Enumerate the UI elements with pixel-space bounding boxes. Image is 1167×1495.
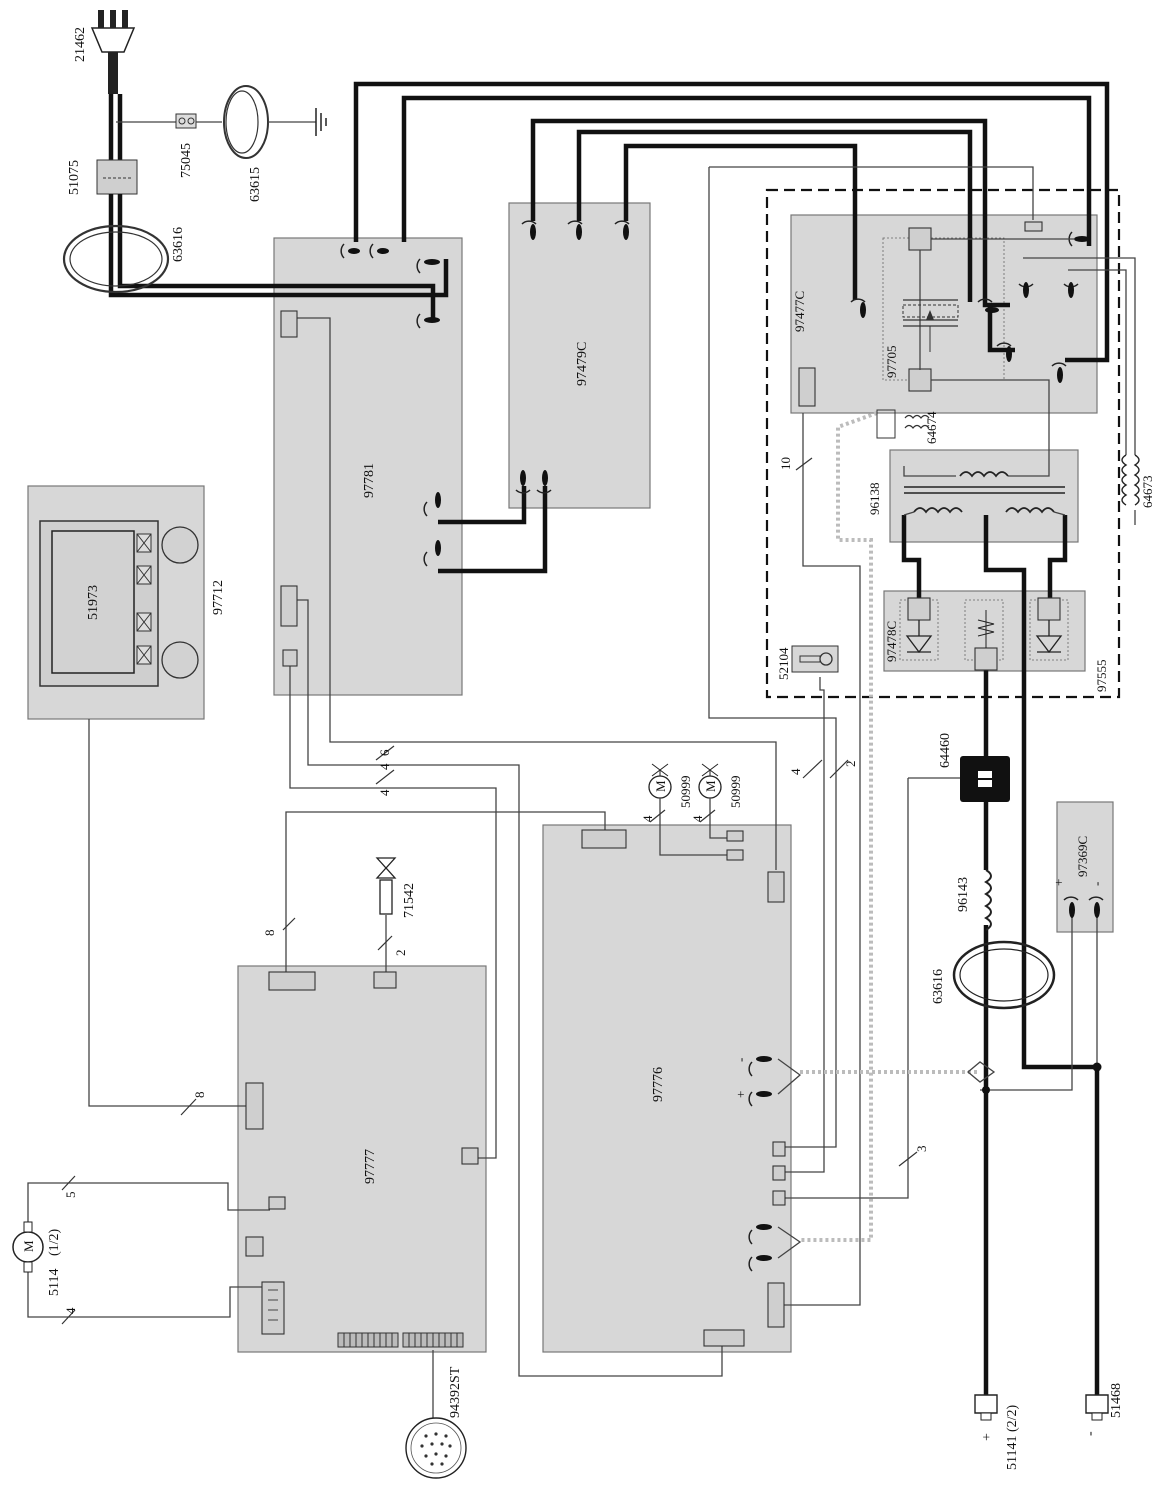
motor-5114-icon	[12, 1221, 44, 1273]
label-50999-b: 50999	[728, 776, 743, 809]
svg-text:4: 4	[377, 763, 392, 770]
svg-text:4: 4	[63, 1307, 78, 1314]
svg-text:4: 4	[377, 789, 392, 796]
toroid-63615	[223, 85, 269, 159]
svg-text:8: 8	[262, 930, 277, 937]
battery-terminal-plus-icon	[974, 1394, 998, 1421]
knob-icon	[161, 526, 199, 564]
svg-text:+: +	[1051, 879, 1066, 886]
filter-51075	[96, 159, 138, 195]
label-97776: 97776	[651, 1067, 666, 1102]
transformer-windings	[903, 458, 1066, 516]
label-50999-a: 50999	[678, 776, 693, 809]
enclosure-97555	[765, 188, 1121, 699]
coil-64674	[876, 409, 930, 439]
label-97369C: 97369C	[1075, 836, 1090, 877]
earth-icon	[315, 108, 327, 136]
label-75045: 75045	[179, 143, 194, 178]
edge-connector	[337, 1332, 464, 1348]
svg-text:3: 3	[914, 1146, 929, 1153]
board-97776	[542, 824, 792, 1353]
svg-text:5: 5	[63, 1192, 78, 1199]
svg-text:-: -	[1083, 1431, 1098, 1436]
svg-text:4: 4	[640, 815, 655, 822]
label-97712: 97712	[211, 580, 226, 615]
svg-text:M: M	[703, 780, 718, 792]
label-97479C: 97479C	[575, 342, 590, 386]
svg-text:-: -	[733, 1058, 748, 1062]
display-buttons	[136, 533, 152, 665]
toroid-63616-b	[952, 940, 1056, 1010]
shunt-64460	[960, 756, 1010, 802]
svg-text:8: 8	[192, 1092, 207, 1099]
svg-text:+: +	[980, 1433, 995, 1441]
label-94392ST: 94392ST	[448, 1366, 463, 1418]
svg-text:M: M	[21, 1240, 36, 1252]
board-97479C	[508, 202, 651, 509]
svg-text:4: 4	[690, 815, 705, 822]
svg-text:+: +	[733, 1091, 748, 1098]
label-10: 10	[778, 457, 793, 470]
svg-text:2: 2	[843, 761, 858, 768]
svg-text:6: 6	[377, 749, 392, 756]
label-97705: 97705	[884, 346, 899, 379]
label-71542: 71542	[402, 883, 417, 918]
label-63616: 63616	[171, 227, 186, 262]
label-51075: 51075	[67, 160, 82, 195]
diode-icon	[1035, 620, 1063, 654]
plug-21462-icon	[90, 10, 136, 94]
board-97781	[273, 237, 463, 696]
inductor-96143	[984, 869, 992, 931]
svg-text:2: 2	[393, 950, 408, 957]
label-64460: 64460	[938, 733, 953, 768]
label-96138: 96138	[867, 483, 882, 516]
connector-94392ST-icon	[405, 1417, 467, 1479]
thermistor-icon	[977, 610, 995, 648]
diode-icon	[905, 620, 933, 654]
toroid-63616	[62, 224, 170, 294]
label-97555: 97555	[1094, 660, 1109, 693]
coil-64673	[1121, 454, 1140, 506]
label-63615: 63615	[248, 167, 263, 202]
label-96143: 96143	[956, 877, 971, 912]
label-97477C: 97477C	[792, 291, 807, 332]
label-97478C: 97478C	[884, 621, 899, 662]
label-21462: 21462	[73, 27, 88, 62]
label-51973: 51973	[86, 585, 101, 620]
board-97477C	[790, 214, 1098, 414]
label-5114-sub: (1/2)	[47, 1228, 62, 1256]
spade-terminals	[340, 220, 1104, 1272]
component-labels: 21462 75045 63615 51075 63616 97712 5197…	[21, 27, 1155, 1470]
label-51141: 51141 (2/2)	[1005, 1404, 1020, 1470]
valve-71542-icon	[375, 857, 397, 915]
label-52104: 52104	[776, 647, 791, 680]
svg-text:M: M	[653, 780, 668, 792]
label-97781: 97781	[362, 463, 377, 498]
label-51468: 51468	[1109, 1383, 1124, 1418]
sensor-52104	[791, 645, 839, 673]
svg-text:-: -	[1089, 882, 1104, 886]
knob-icon	[161, 641, 199, 679]
label-64673: 64673	[1140, 476, 1155, 509]
label-5114: 5114	[47, 1269, 62, 1296]
svg-text:4: 4	[788, 768, 803, 775]
label-64674: 64674	[924, 411, 939, 444]
board-97369C	[1056, 801, 1114, 933]
battery-terminal-minus-icon	[1085, 1394, 1109, 1421]
label-63616-b: 63616	[931, 969, 946, 1004]
label-97777: 97777	[363, 1149, 378, 1184]
